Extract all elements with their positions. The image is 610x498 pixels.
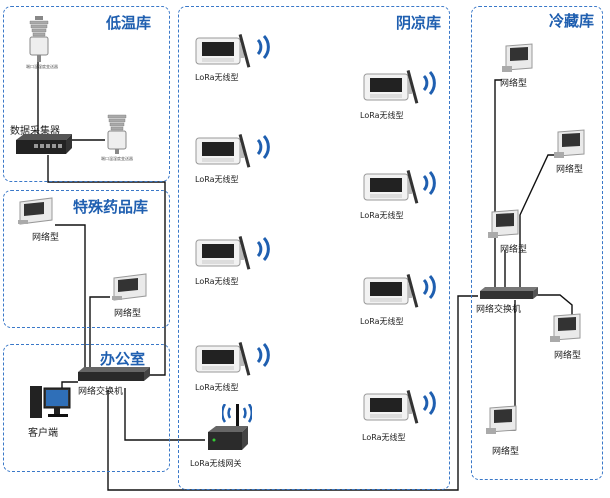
lora-label-3: LoRa无线型	[195, 277, 239, 286]
sensor-caption-1: 端口温湿度变送器	[26, 64, 58, 69]
office-switch-label: 网络交换机	[78, 387, 124, 397]
zone-title-special: 特殊药品库	[73, 198, 149, 216]
cable-collector-switch	[47, 155, 166, 376]
lora-label-1: LoRa无线型	[195, 73, 239, 82]
wifi-signal-icon	[256, 342, 270, 368]
lora-recorder-icon	[363, 170, 419, 204]
sensor-caption-2: 端口温湿度变送器	[101, 156, 133, 161]
zone-shaded	[178, 6, 450, 490]
client-label: 客户端	[28, 428, 58, 439]
wifi-signal-icon	[422, 274, 436, 300]
network-recorder-icon	[488, 209, 519, 238]
lora-recorder-icon	[195, 342, 251, 376]
lora-label-7: LoRa无线型	[360, 317, 404, 326]
cold-device-label-1: 网络型	[500, 79, 528, 89]
cable-special1-switch	[55, 224, 86, 370]
special-device-label-1: 网络型	[32, 233, 60, 243]
zone-office	[3, 344, 170, 472]
network-switch-icon	[480, 287, 538, 299]
wifi-signal-icon	[422, 390, 436, 416]
lora-recorder-icon	[363, 390, 419, 424]
network-recorder-icon	[18, 197, 53, 225]
zone-title-low-temp: 低温库	[106, 14, 152, 32]
lora-label-8: LoRa无线型	[362, 433, 406, 442]
wifi-signal-icon	[256, 34, 270, 60]
collector-label: 数据采集器	[10, 126, 60, 137]
cable-switch-coldswitch	[107, 295, 478, 491]
cable-cold-dev2	[519, 154, 558, 288]
lora-label-6: LoRa无线型	[360, 211, 404, 220]
wifi-signal-icon	[256, 236, 270, 262]
cold-switch-label: 网络交换机	[476, 305, 522, 315]
wifi-signal-icon	[222, 404, 252, 423]
lora-recorder-icon	[363, 70, 419, 104]
lora-label-4: LoRa无线型	[195, 383, 239, 392]
lora-label-2: LoRa无线型	[195, 175, 239, 184]
zone-cold	[471, 6, 603, 480]
sensor-transmitter-icon	[107, 114, 127, 154]
lora-gateway-icon	[208, 404, 248, 450]
network-recorder-icon	[112, 273, 147, 301]
lora-gateway-label: LoRa无线网关	[190, 459, 242, 468]
network-recorder-icon	[486, 405, 517, 434]
network-recorder-icon	[554, 129, 585, 158]
cold-device-label-4: 网络型	[554, 351, 582, 361]
network-recorder-icon	[502, 43, 533, 72]
wifi-signal-icon	[422, 70, 436, 96]
lora-recorder-icon	[195, 236, 251, 270]
cold-device-label-5: 网络型	[492, 447, 520, 457]
lora-recorder-icon	[363, 274, 419, 308]
data-collector-icon	[16, 134, 72, 154]
cold-device-label-3: 网络型	[500, 245, 528, 255]
lora-recorder-icon	[195, 134, 251, 168]
wifi-signal-icon	[256, 134, 270, 160]
zone-special	[3, 190, 170, 328]
network-switch-icon	[78, 367, 150, 381]
network-recorder-icon	[550, 313, 581, 342]
lora-label-5: LoRa无线型	[360, 111, 404, 120]
sensor-transmitter-icon	[29, 16, 49, 62]
zone-low-temp	[3, 6, 170, 182]
cold-device-label-2: 网络型	[556, 165, 584, 175]
cable-special2-switch	[89, 296, 110, 370]
special-device-label-2: 网络型	[114, 309, 142, 319]
zone-title-shaded: 阴凉库	[396, 14, 442, 32]
zone-title-cold: 冷藏库	[549, 12, 595, 30]
computer-icon	[30, 386, 71, 418]
lora-recorder-icon	[195, 34, 251, 68]
zone-title-office: 办公室	[100, 350, 146, 368]
wifi-signal-icon	[422, 170, 436, 196]
cable-cold-dev4	[532, 294, 573, 322]
